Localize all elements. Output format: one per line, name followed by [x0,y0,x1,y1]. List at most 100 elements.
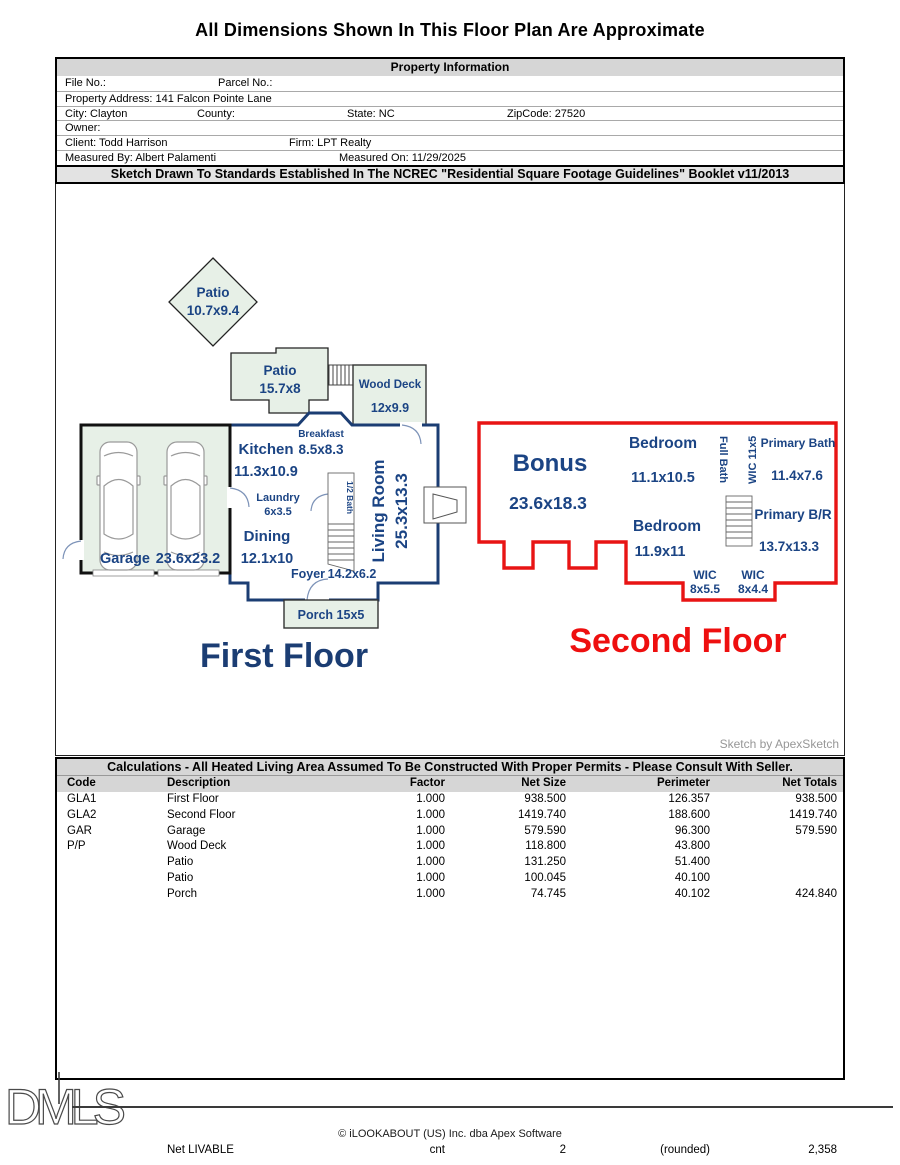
cell-factor: 1.000 [416,887,445,900]
wic2-label: WIC [741,568,765,582]
wic1-dims: 8x5.5 [690,582,720,596]
cell-code: GLA1 [67,793,97,805]
wic1-label: WIC [693,568,717,582]
footer-divider-line [72,1106,893,1108]
file-no-field: File No.: [65,77,106,89]
cell-description: Garage [167,824,206,837]
cell-factor: 1.000 [416,824,445,837]
bedroom1-label: Bedroom [629,435,697,452]
net-livable-row: Net LIVABLE cnt 2 (rounded) 2,358 [57,1143,843,1159]
cell-code: GLA2 [67,808,97,821]
cell-description: Wood Deck [167,840,227,853]
cell-net-totals: 579.590 [795,824,837,837]
col-perimeter: Perimeter [656,777,710,789]
patio-diamond-shape [168,257,258,347]
calculations-column-headers: Code Description Factor Net Size Perimet… [57,776,843,792]
full-bath-label: Full Bath [717,436,729,483]
table-row: P/P Wood Deck 1.000 118.800 43.800 [57,839,843,855]
wic-closet-label: WIC 11x5 [747,436,759,484]
kitchen-label: Kitchen [238,441,293,458]
property-information-table: Property Information File No.: Parcel No… [55,57,845,167]
cell-factor: 1.000 [416,871,445,884]
table-row: Patio 1.000 131.250 51.400 [57,855,843,871]
primary-br-label: Primary B/R [754,507,832,522]
col-net-size: Net Size [521,777,566,789]
copyright-text: © iLOOKABOUT (US) Inc. dba Apex Software [338,1128,562,1140]
address-field: Property Address: 141 Falcon Pointe Lane [65,92,272,105]
measured-on-field: Measured On: 11/29/2025 [339,151,466,164]
cell-perimeter: 40.100 [674,871,710,884]
property-row-city: City: Clayton County: State: NC ZipCode:… [57,105,843,121]
cell-description: Patio [167,871,194,884]
wood-deck-dims: 12x9.9 [371,401,409,415]
wood-deck-label: Wood Deck [359,379,422,391]
first-floor-title: First Floor [200,637,368,675]
col-description: Description [167,777,231,789]
cell-factor: 1.000 [416,856,445,869]
laundry-label: Laundry [256,492,300,504]
cell-net-totals: 938.500 [795,793,837,805]
zip-field: ZipCode: 27520 [507,107,586,120]
kitchen-dims: 11.3x10.9 [234,464,298,480]
property-row-file: File No.: Parcel No.: [57,76,843,91]
garage-dims: 23.6x23.2 [156,551,221,567]
table-row: GAR Garage 1.000 579.590 96.300 579.590 [57,824,843,840]
property-row-client: Client: Todd Harrison Firm: LPT Realty [57,135,843,150]
deck-stairs-icon [328,364,354,386]
cell-net-size: 1419.740 [518,808,566,821]
wic2-dims: 8x4.4 [738,582,768,596]
state-field: State: NC [347,107,395,120]
client-field: Client: Todd Harrison [65,137,168,150]
cell-perimeter: 40.102 [674,887,710,900]
cell-net-size: 131.250 [524,856,566,869]
cell-code: GAR [67,824,92,837]
calculations-header: Calculations - All Heated Living Area As… [57,759,843,776]
net-livable-rounded: (rounded) [660,1143,710,1156]
net-livable-count: 2 [559,1143,566,1156]
garage-door-icon [92,569,155,577]
measured-by-field: Measured By: Albert Palamenti [65,151,217,164]
property-information-header: Property Information [57,59,843,76]
bedroom1-dims: 11.1x10.5 [631,470,695,486]
cell-net-size: 118.800 [525,840,566,853]
cell-factor: 1.000 [416,840,445,853]
cell-description: Porch [167,887,198,900]
cell-description: Second Floor [167,808,236,821]
dining-dims: 12.1x10 [241,551,293,567]
table-row: GLA2 Second Floor 1.000 1419.740 188.600… [57,808,843,824]
primary-bath-dims: 11.4x7.6 [771,468,823,483]
cell-net-size: 579.590 [524,824,566,837]
half-bath-label: 1/2 Bath [345,481,355,514]
sketch-credit: Sketch by ApexSketch [720,737,839,751]
patio-dims: 15.7x8 [259,381,301,396]
cell-net-size: 938.500 [524,793,566,805]
bonus-dims: 23.6x18.3 [509,493,587,513]
floor-plan-sketch: Patio 10.7x9.4 Patio 15.7x8 Wood Deck 12… [62,257,839,751]
bedroom2-label: Bedroom [633,518,701,535]
calculations-table: Calculations - All Heated Living Area As… [55,757,845,1156]
parcel-no-field: Parcel No.: [218,77,273,89]
car-icon [163,441,208,571]
patio-diamond-label: Patio [196,285,229,300]
fireplace-icon [423,486,467,524]
primary-br-dims: 13.7x13.3 [759,539,820,554]
property-row-address: Property Address: 141 Falcon Pointe Lane [57,90,843,106]
second-floor-title: Second Floor [569,622,786,660]
breakfast-dims: 8.5x8.3 [298,442,344,457]
primary-bath-label: Primary Bath [761,436,836,450]
second-floor-outline [477,421,838,602]
cell-net-totals: 424.840 [795,887,837,900]
city-field: City: Clayton [65,107,128,120]
cell-net-size: 100.045 [524,871,566,884]
bonus-label: Bonus [513,450,588,477]
col-factor: Factor [409,777,445,789]
laundry-dims: 6x3.5 [264,506,292,518]
stairs-icon [327,472,355,572]
cell-perimeter: 51.400 [674,856,710,869]
foyer-dims: 14.2x6.2 [328,567,377,581]
cell-perimeter: 43.800 [674,840,710,853]
dining-label: Dining [244,528,291,545]
garage-label: Garage [100,551,150,567]
sketch-area: Patio 10.7x9.4 Patio 15.7x8 Wood Deck 12… [55,184,845,756]
cell-description: First Floor [167,793,219,805]
